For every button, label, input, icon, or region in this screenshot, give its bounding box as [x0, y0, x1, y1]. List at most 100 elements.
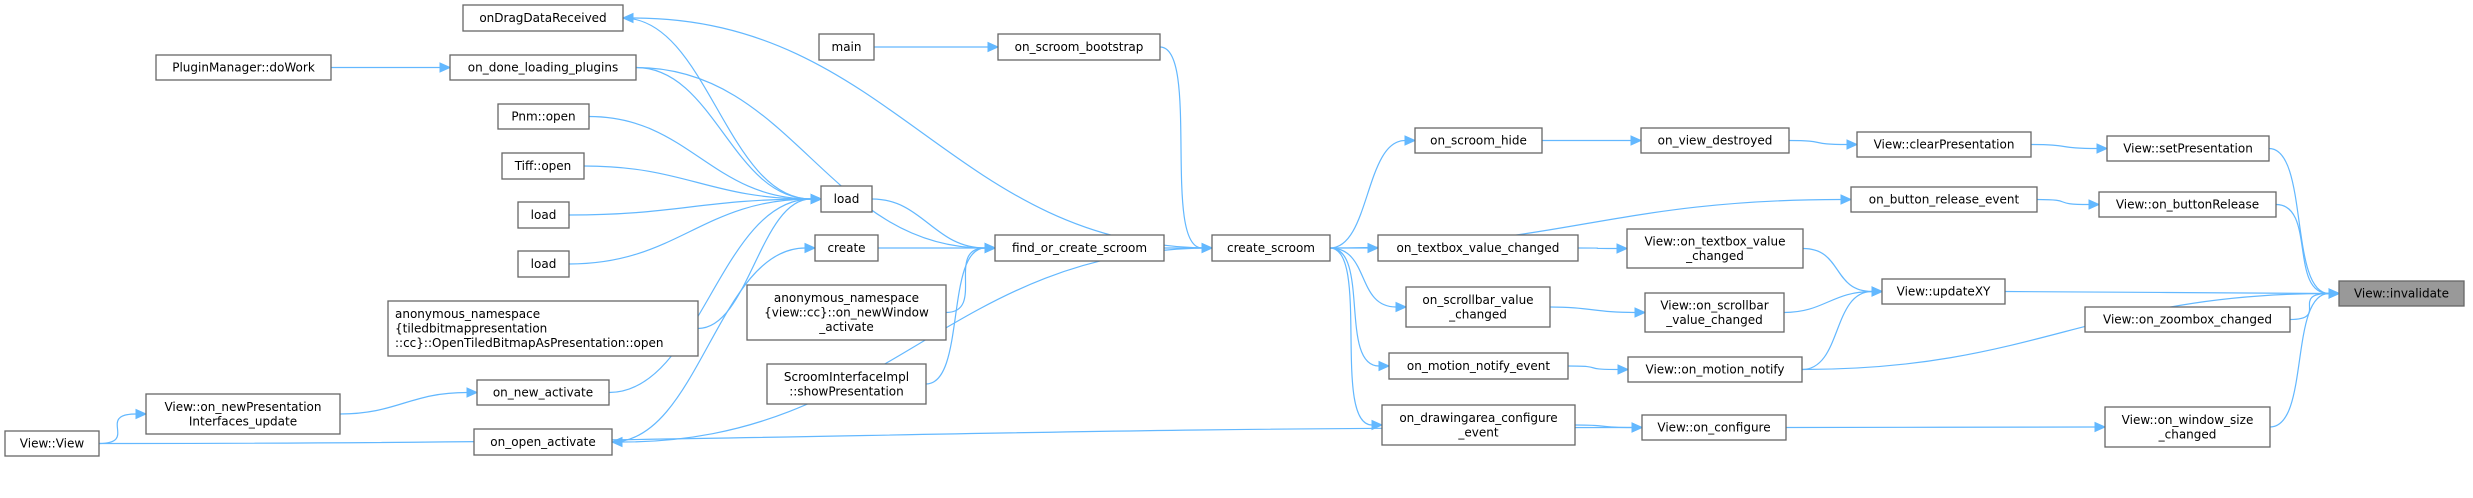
arrowhead-icon	[1634, 307, 1647, 318]
node-zoombox[interactable]: View::on_zoombox_changed	[2084, 306, 2291, 333]
node-on_motion_notify_event[interactable]: on_motion_notify_event	[1388, 352, 1569, 380]
arrowhead-icon	[1378, 360, 1391, 372]
node-on_textbox_value_changed[interactable]: on_textbox_value_changed	[1377, 234, 1579, 262]
edge-line	[1802, 247, 1873, 293]
node-showPresentation[interactable]: ScroomInterfaceImpl::showPresentation	[766, 363, 927, 405]
node-invalidate[interactable]: View::invalidate	[2338, 280, 2465, 307]
node-load[interactable]: load	[820, 185, 873, 213]
edge-line	[1549, 306, 1636, 314]
node-on_new_activate[interactable]: on_new_activate	[476, 379, 610, 406]
node-v_scrollbar[interactable]: View::on_scrollbar_value_changed	[1644, 292, 1785, 333]
node-updateXY[interactable]: View::updateXY	[1881, 278, 2006, 305]
node-v_configure[interactable]: View::on_configure	[1641, 414, 1787, 441]
edge-line	[2036, 198, 2090, 206]
node-label: create	[827, 241, 865, 255]
edge-line	[611, 247, 806, 443]
arrowhead-icon	[1871, 286, 1884, 297]
edge-line	[98, 413, 137, 445]
node-v_window_size[interactable]: View::on_window_size_changed	[2104, 406, 2271, 448]
node-label: on_scroom_hide	[1430, 134, 1527, 148]
node-on_scroom_bootstrap[interactable]: on_scroom_bootstrap	[997, 33, 1161, 61]
edge-newWindow_activate-to-find_or_create_scroom	[945, 242, 997, 314]
node-label: on_scrollbar_value	[1422, 293, 1533, 307]
node-box	[2104, 406, 2271, 448]
node-label: Tiff::open	[514, 159, 572, 173]
node-pnm_open[interactable]: Pnm::open	[497, 103, 590, 130]
node-label: onDragDataReceived	[479, 11, 606, 25]
node-box	[746, 284, 947, 341]
edge-line	[568, 198, 812, 216]
node-load2[interactable]: load	[517, 250, 570, 278]
edge-tiff_open-to-load	[583, 165, 823, 205]
node-label: on_drawingarea_configure	[1399, 411, 1557, 425]
edge-clearPresentation-to-setPresentation	[2030, 143, 2109, 154]
node-label: View::on_zoombox_changed	[2103, 313, 2272, 327]
node-box	[497, 103, 590, 130]
arrowhead-icon	[466, 387, 479, 398]
edge-showPresentation-to-find_or_create_scroom	[925, 242, 997, 385]
arrowhead-icon	[439, 62, 452, 73]
edge-v_configure-to-v_window_size	[1785, 421, 2107, 433]
node-create[interactable]: create	[814, 234, 879, 262]
node-label: _activate	[818, 320, 874, 334]
node-box	[449, 54, 637, 81]
node-label: View::on_configure	[1657, 421, 1770, 435]
node-label: anonymous_namespace	[395, 307, 540, 321]
edge-doWork-to-on_done_loading_plugins	[331, 62, 452, 73]
node-box	[1405, 286, 1551, 328]
node-label: Pnm::open	[511, 110, 575, 124]
edge-load2-to-load	[568, 193, 823, 265]
node-on_drawingarea_configure_event[interactable]: on_drawingarea_configure_event	[1381, 404, 1576, 446]
edge-pnm_open-to-load	[588, 115, 823, 205]
edge-on_scroom_bootstrap-to-create_scroom	[1159, 46, 1214, 254]
node-label: ::cc}::OpenTiledBitmapAsPresentation::op…	[395, 336, 663, 350]
node-main[interactable]: main	[818, 33, 875, 61]
node-on_done_loading_plugins[interactable]: on_done_loading_plugins	[449, 54, 637, 81]
node-tiff_open[interactable]: Tiff::open	[501, 152, 585, 180]
edge-line	[1788, 139, 1848, 146]
node-view_ctor[interactable]: View::View	[4, 430, 100, 457]
edge-line	[1329, 247, 1373, 426]
node-on_open_activate[interactable]: on_open_activate	[473, 428, 613, 456]
node-box	[1640, 127, 1790, 154]
node-v_textbox[interactable]: View::on_textbox_value_changed	[1626, 228, 1804, 269]
edge-line	[608, 198, 812, 394]
node-box	[997, 33, 1161, 61]
node-on_view_destroyed[interactable]: on_view_destroyed	[1640, 127, 1790, 154]
edge-line	[2030, 143, 2098, 150]
edge-on_buttonRelease-to-invalidate	[2275, 203, 2341, 299]
node-doWork[interactable]: PluginManager::doWork	[155, 54, 332, 81]
node-label: on_motion_notify_event	[1407, 359, 1551, 373]
edges-layer	[98, 12, 2341, 448]
edge-v_window_size-to-invalidate	[2269, 288, 2341, 428]
node-newWindow_activate[interactable]: anonymous_namespace{view::cc}::on_newWin…	[746, 284, 947, 341]
node-box	[1381, 404, 1576, 446]
node-v_motion[interactable]: View::on_motion_notify	[1627, 356, 1803, 383]
node-label: _value_changed	[1665, 313, 1763, 327]
node-on_scroom_hide[interactable]: on_scroom_hide	[1414, 127, 1543, 154]
node-box	[1377, 234, 1579, 262]
node-on_buttonRelease[interactable]: View::on_buttonRelease	[2098, 191, 2277, 218]
node-find_or_create_scroom[interactable]: find_or_create_scroom	[994, 234, 1165, 262]
node-label: find_or_create_scroom	[1012, 241, 1147, 255]
node-onDragDataReceived[interactable]: onDragDataReceived	[462, 4, 624, 32]
node-clearPresentation[interactable]: View::clearPresentation	[1856, 131, 2032, 158]
arrowhead-icon	[1201, 242, 1214, 254]
node-box	[4, 430, 100, 457]
node-newPresIfUpdate[interactable]: View::on_newPresentationInterfaces_updat…	[145, 393, 341, 435]
edge-line	[1567, 365, 1619, 371]
node-box	[1414, 127, 1543, 154]
edge-line	[635, 66, 986, 249]
arrowhead-icon	[1617, 364, 1630, 375]
node-load1[interactable]: load	[517, 201, 570, 229]
node-on_button_release_event[interactable]: on_button_release_event	[1850, 186, 2038, 213]
node-create_scroom[interactable]: create_scroom	[1211, 234, 1331, 262]
node-tiled_open[interactable]: anonymous_namespace{tiledbitmappresentat…	[387, 300, 699, 357]
edge-updateXY-to-invalidate	[2004, 288, 2341, 299]
edge-create_scroom-to-on_drawingarea_configure_event	[1329, 247, 1384, 431]
node-on_scrollbar_value_changed[interactable]: on_scrollbar_value_changed	[1405, 286, 1551, 328]
node-label: _changed	[1448, 307, 1507, 321]
arrowhead-icon	[2094, 421, 2107, 433]
node-setPresentation[interactable]: View::setPresentation	[2106, 135, 2270, 162]
